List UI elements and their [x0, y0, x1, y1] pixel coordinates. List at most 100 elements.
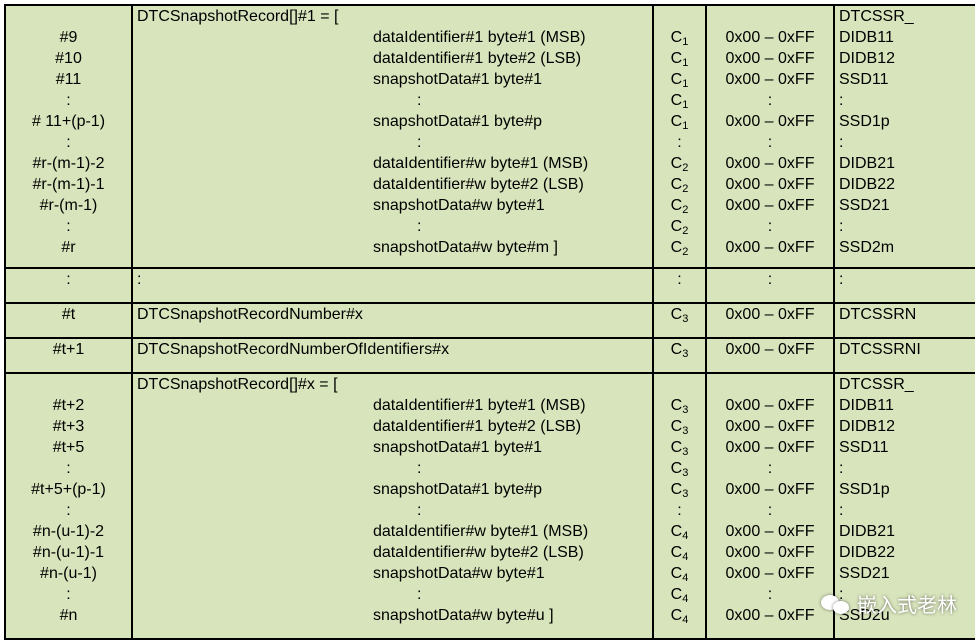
- cvt-subscript: 4: [682, 614, 689, 626]
- cvt-subscript: 3: [682, 467, 689, 479]
- cvt-text: C: [670, 544, 683, 561]
- hex-value-text: :: [767, 502, 773, 519]
- cvt-text: C: [670, 306, 683, 323]
- byte-position-text: :: [66, 460, 71, 477]
- parameter-name-text: :: [417, 502, 422, 519]
- hex-value-text: 0x00 – 0xFF: [725, 155, 815, 172]
- hex-value-cell: :: [705, 267, 835, 304]
- cvt-subscript: 3: [682, 425, 689, 437]
- cvt-text: :: [677, 134, 682, 151]
- mnemonic-text: DTCSSRN: [839, 306, 917, 323]
- byte-position-text: #t: [61, 306, 76, 323]
- parameter-name-text: snapshotData#1 byte#1: [373, 71, 543, 88]
- parameter-name-cell: DTCSnapshotRecordNumber#x: [131, 302, 654, 339]
- hex-value-text: 0x00 – 0xFF: [725, 50, 815, 67]
- mnemonic-text: DTCSSR_: [839, 8, 914, 25]
- hex-value-text: 0x00 – 0xFF: [725, 113, 815, 130]
- mnemonic-text: DIDB12: [839, 50, 896, 67]
- cvt-text: C: [670, 218, 683, 235]
- mnemonic-cell: :: [833, 267, 975, 304]
- parameter-name-cell: DTCSnapshotRecordNumberOfIdentifiers#x: [131, 337, 654, 374]
- parameter-name-text: DTCSnapshotRecord[]#x = [: [137, 376, 338, 393]
- hex-value-text: :: [767, 92, 773, 109]
- hex-value-text: :: [767, 134, 773, 151]
- mnemonic-text: SSD11: [839, 439, 889, 456]
- cvt-subscript: 4: [682, 530, 689, 542]
- mnemonic-text: SSD11: [839, 71, 889, 88]
- mnemonic-text: SSD1p: [839, 481, 890, 498]
- parameter-name-cell: DTCSnapshotRecord[]#x = [ dataIdentifier#…: [131, 372, 654, 640]
- cvt-text: C: [670, 418, 683, 435]
- mnemonic-cell: DTCSSRNI: [833, 337, 975, 374]
- byte-position-text: #r-(m-1): [39, 197, 98, 214]
- byte-position-text: :: [66, 134, 71, 151]
- parameter-name-text: snapshotData#1 byte#1: [373, 439, 543, 456]
- parameter-name-cell: DTCSnapshotRecord[]#1 = [ dataIdentifier#…: [131, 4, 654, 269]
- cvt-subscript: 3: [682, 488, 689, 500]
- byte-position-cell: #t: [4, 302, 133, 339]
- cvt-subscript: 2: [682, 246, 689, 258]
- parameter-name-text: snapshotData#w byte#u ]: [373, 607, 554, 624]
- cvt-text: C: [670, 197, 683, 214]
- parameter-name-text: snapshotData#1 byte#p: [373, 113, 543, 130]
- parameter-name-text: dataIdentifier#1 byte#2 (LSB): [373, 418, 582, 435]
- hex-value-text: 0x00 – 0xFF: [725, 439, 815, 456]
- cvt-text: C: [670, 239, 683, 256]
- parameter-name-cell: :: [131, 267, 654, 304]
- mnemonic-text: :: [839, 460, 844, 477]
- cvt-subscript: 2: [682, 204, 689, 216]
- parameter-name-text: snapshotData#w byte#1: [373, 565, 545, 582]
- cvt-cell: C3: [652, 337, 707, 374]
- mnemonic-text: DIDB11: [839, 397, 894, 414]
- cvt-subscript: 3: [682, 348, 689, 360]
- byte-position-cell: #t+2#t+3#t+5:#t+5+(p-1):#n-(u-1)-2#n-(u-…: [4, 372, 133, 640]
- cvt-subscript: 1: [682, 120, 689, 132]
- mnemonic-text: DTCSSRNI: [839, 341, 921, 358]
- cvt-subscript: 4: [682, 551, 689, 563]
- hex-value-text: 0x00 – 0xFF: [725, 481, 815, 498]
- byte-position-text: #t+5: [52, 439, 85, 456]
- mnemonic-text: :: [839, 218, 844, 235]
- parameter-name-text: DTCSnapshotRecord[]#1 = [: [137, 8, 339, 25]
- byte-position-text: :: [66, 92, 71, 109]
- cvt-text: C: [670, 439, 683, 456]
- byte-position-cell: :: [4, 267, 133, 304]
- snapshot-record-table: #9#10#11:# 11+(p-1):#r-(m-1)-2#r-(m-1)-1…: [4, 4, 975, 640]
- hex-value-text: :: [767, 586, 773, 603]
- cvt-subscript: 4: [682, 572, 689, 584]
- cvt-subscript: 1: [682, 99, 689, 111]
- byte-position-text: #n-(u-1): [40, 565, 97, 582]
- hex-value-cell: 0x00 – 0xFF: [705, 337, 835, 374]
- parameter-name-text: :: [417, 218, 422, 235]
- hex-value-text: :: [767, 218, 773, 235]
- watermark-text: 嵌入式老林: [857, 595, 957, 617]
- mnemonic-text: SSD21: [839, 565, 890, 582]
- mnemonic-text: :: [839, 271, 844, 288]
- byte-position-text: #r-(m-1)-2: [32, 155, 105, 172]
- mnemonic-text: DIDB22: [839, 176, 896, 193]
- cvt-text: C: [670, 92, 683, 109]
- byte-position-cell: #t+1: [4, 337, 133, 374]
- byte-position-text: #10: [55, 50, 82, 67]
- cvt-subscript: 3: [682, 404, 689, 416]
- byte-position-text: #r-(m-1)-1: [32, 176, 105, 193]
- parameter-name-text: dataIdentifier#1 byte#2 (LSB): [373, 50, 582, 67]
- parameter-name-text: snapshotData#w byte#1: [373, 197, 545, 214]
- cvt-text: C: [670, 50, 683, 67]
- hex-value-text: 0x00 – 0xFF: [725, 397, 815, 414]
- cvt-text: C: [670, 341, 683, 358]
- parameter-name-text: dataIdentifier#1 byte#1 (MSB): [373, 397, 586, 414]
- byte-position-text: #n-(u-1)-2: [32, 523, 105, 540]
- byte-position-text: #r: [61, 239, 76, 256]
- cvt-subscript: 1: [682, 57, 689, 69]
- cvt-subscript: 2: [682, 162, 689, 174]
- parameter-name-text: :: [417, 586, 422, 603]
- byte-position-text: :: [66, 271, 71, 288]
- hex-value-text: :: [767, 460, 773, 477]
- byte-position-text: :: [66, 218, 71, 235]
- parameter-name-text: :: [417, 460, 422, 477]
- cvt-subscript: 2: [682, 225, 689, 237]
